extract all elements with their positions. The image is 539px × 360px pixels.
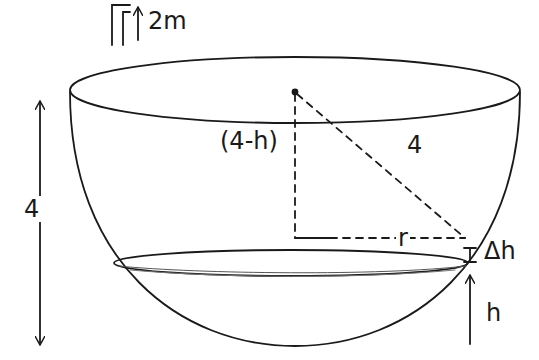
dimension-label: r [396, 225, 410, 251]
dimension-label: 2m [146, 8, 189, 34]
dimension-label: Δh [482, 238, 518, 264]
dimension-label: h [484, 300, 503, 326]
dimension-label: (4-h) [218, 128, 280, 154]
dimension-label: 4 [22, 196, 41, 222]
dimension-label: 4 [405, 132, 424, 158]
